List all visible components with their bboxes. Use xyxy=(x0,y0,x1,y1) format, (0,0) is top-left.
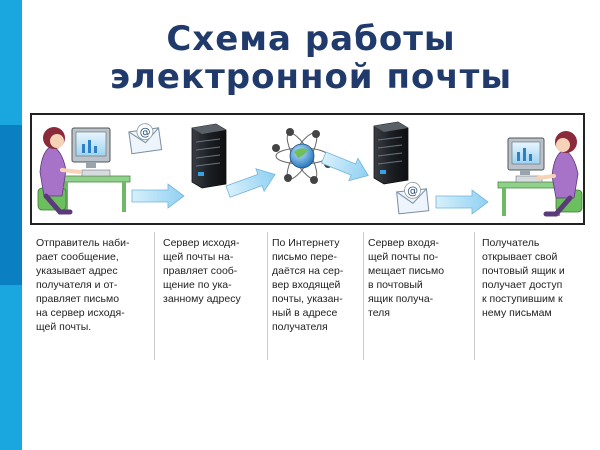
arrow-4 xyxy=(435,189,489,215)
step-5-description: Получатель открывает свой почтовый ящик … xyxy=(482,237,565,319)
sender-person-at-computer-icon xyxy=(37,127,131,215)
outgoing-server-icon xyxy=(191,123,227,189)
step-divider-3 xyxy=(363,232,364,360)
incoming-server-icon xyxy=(373,121,409,185)
title-line-1: Схема работы xyxy=(166,19,456,59)
svg-text:@: @ xyxy=(139,125,152,139)
arrow-3 xyxy=(320,151,369,182)
svg-text:@: @ xyxy=(406,184,418,198)
arrow-1 xyxy=(131,183,185,209)
step-1-description: Отправитель наби- рает сообщение, указыв… xyxy=(36,237,130,333)
arrow-2 xyxy=(225,168,276,198)
page-title: Схема работы электронной почты xyxy=(22,20,600,96)
step-3-description: По Интернету письмо пере- даётся на сер-… xyxy=(272,237,344,333)
internet-globe-network-icon xyxy=(272,128,332,184)
title-line-2: электронной почты xyxy=(109,57,513,97)
recipient-person-at-computer-icon xyxy=(497,131,583,217)
incoming-email-envelope-icon: @ xyxy=(396,181,430,215)
left-accent-stripe-dark xyxy=(0,125,22,285)
step-4-description: Сервер входя- щей почты по- мещает письм… xyxy=(368,237,445,319)
outgoing-email-envelope-icon: @ xyxy=(128,123,163,155)
step-divider-1 xyxy=(154,232,155,360)
step-2-description: Сервер исходя- щей почты на- правляет со… xyxy=(163,237,241,305)
step-divider-2 xyxy=(267,232,268,360)
step-divider-4 xyxy=(474,232,475,360)
